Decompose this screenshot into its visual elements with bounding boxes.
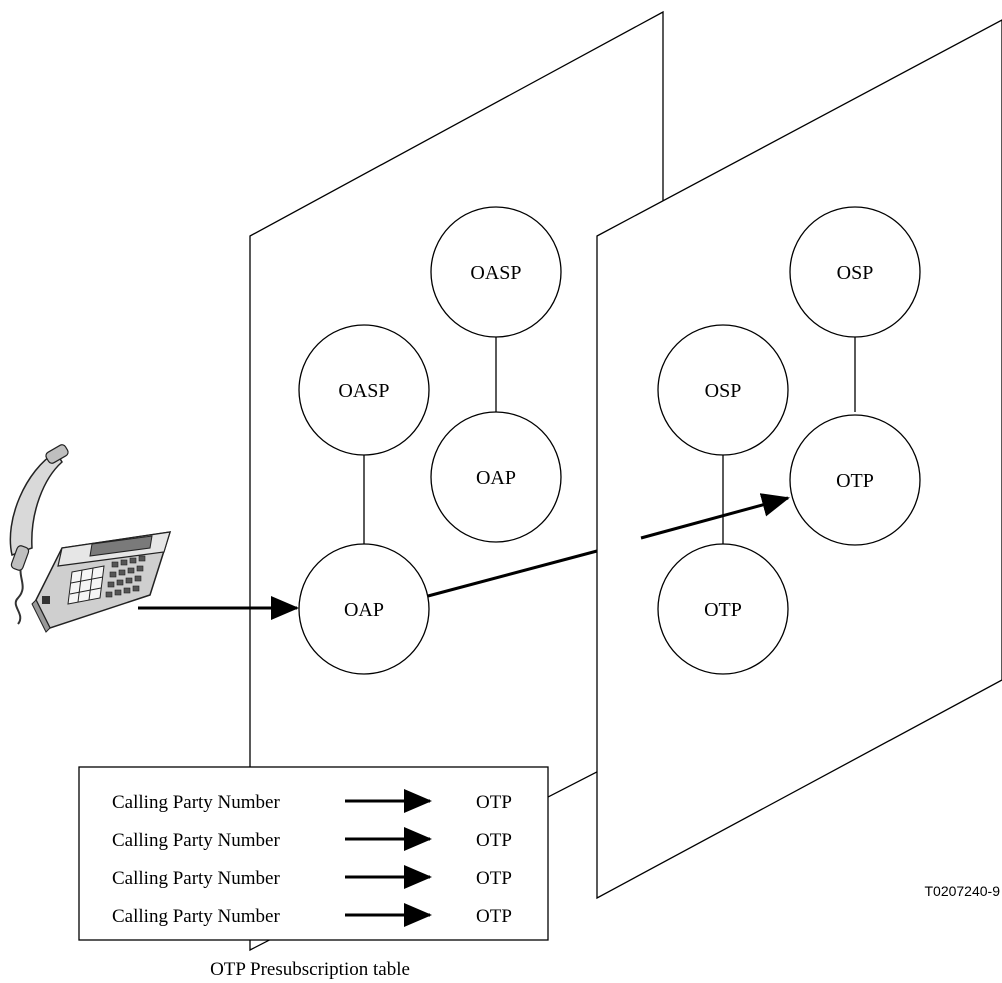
- arrow-oap-segment: [427, 549, 598, 598]
- table-row: Calling Party Number OTP: [112, 827, 512, 851]
- node-osp-mid: OSP: [657, 324, 789, 456]
- table-row: Calling Party Number OTP: [112, 903, 512, 927]
- calling-party-number-label: Calling Party Number: [112, 906, 280, 927]
- calling-party-number-label: Calling Party Number: [112, 792, 280, 813]
- otp-label: OTP: [476, 792, 512, 813]
- otp-label: OTP: [476, 868, 512, 889]
- svg-text:OTP: OTP: [704, 599, 742, 621]
- figure-id: T0207240-9: [924, 883, 1000, 899]
- node-oap-right: OAP: [430, 411, 562, 543]
- svg-text:OASP: OASP: [338, 380, 389, 402]
- node-oasp-mid: OASP: [298, 324, 430, 456]
- svg-text:OSP: OSP: [837, 262, 874, 284]
- svg-text:OASP: OASP: [470, 262, 521, 284]
- arrow-to-otp: [640, 493, 790, 540]
- telephone-icon: [9, 444, 172, 633]
- table-caption: OTP Presubscription table: [210, 959, 410, 980]
- otp-label: OTP: [476, 906, 512, 927]
- otp-label: OTP: [476, 830, 512, 851]
- node-otp-target: OTP: [789, 414, 921, 546]
- node-osp-top: OSP: [789, 206, 921, 338]
- calling-party-number-label: Calling Party Number: [112, 830, 280, 851]
- node-oap-main: OAP: [298, 543, 430, 675]
- calling-party-number-label: Calling Party Number: [112, 868, 280, 889]
- svg-text:OTP: OTP: [836, 470, 874, 492]
- table-row: Calling Party Number OTP: [112, 865, 512, 889]
- svg-text:OAP: OAP: [344, 599, 384, 621]
- node-otp-lower: OTP: [657, 543, 789, 675]
- presubscription-table: Calling Party Number OTP Calling Party N…: [78, 766, 549, 941]
- svg-text:OSP: OSP: [705, 380, 742, 402]
- table-row: Calling Party Number OTP: [112, 789, 512, 813]
- svg-text:OAP: OAP: [476, 467, 516, 489]
- node-oasp-top: OASP: [430, 206, 562, 338]
